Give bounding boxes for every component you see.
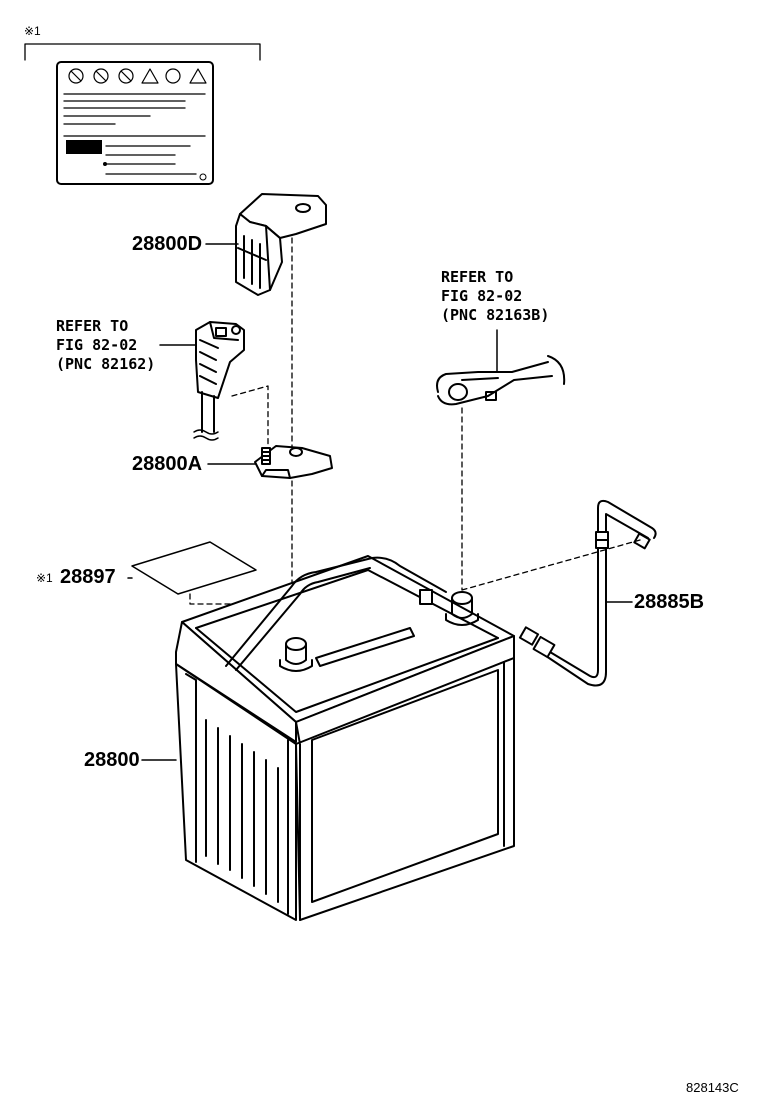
vent-hose-28885B bbox=[461, 499, 657, 687]
part-label-28897: 28897 bbox=[60, 566, 116, 588]
warning-icons-row bbox=[68, 68, 207, 84]
refer-left-line2: FIG 82-02 bbox=[56, 336, 138, 354]
terminal-cover-28800D bbox=[205, 193, 327, 296]
refer-right-line1: REFER TO bbox=[441, 268, 514, 286]
warning-badge bbox=[66, 140, 102, 154]
part-label-28885B: 28885B bbox=[634, 591, 705, 613]
refer-left-line1: REFER TO bbox=[56, 317, 129, 335]
part-label-28800: 28800 bbox=[84, 749, 140, 771]
terminal-clamp-28800A bbox=[207, 445, 333, 479]
caution-label-group bbox=[24, 43, 261, 185]
refer-left-line3: (PNC 82162) bbox=[56, 355, 156, 373]
refer-right-line3: (PNC 82163B) bbox=[441, 306, 550, 324]
refer-right-line2: FIG 82-02 bbox=[441, 287, 523, 305]
part-label-28800A: 28800A bbox=[132, 453, 203, 475]
part-note-marker-28897: ※1 bbox=[36, 571, 53, 585]
negative-cable-clamp bbox=[159, 321, 269, 446]
battery-28800 bbox=[141, 555, 515, 921]
positive-cable bbox=[436, 329, 566, 591]
figure-id: 828143C bbox=[686, 1080, 739, 1095]
part-label-28800D: 28800D bbox=[132, 233, 203, 255]
note-marker: ※1 bbox=[24, 24, 41, 38]
